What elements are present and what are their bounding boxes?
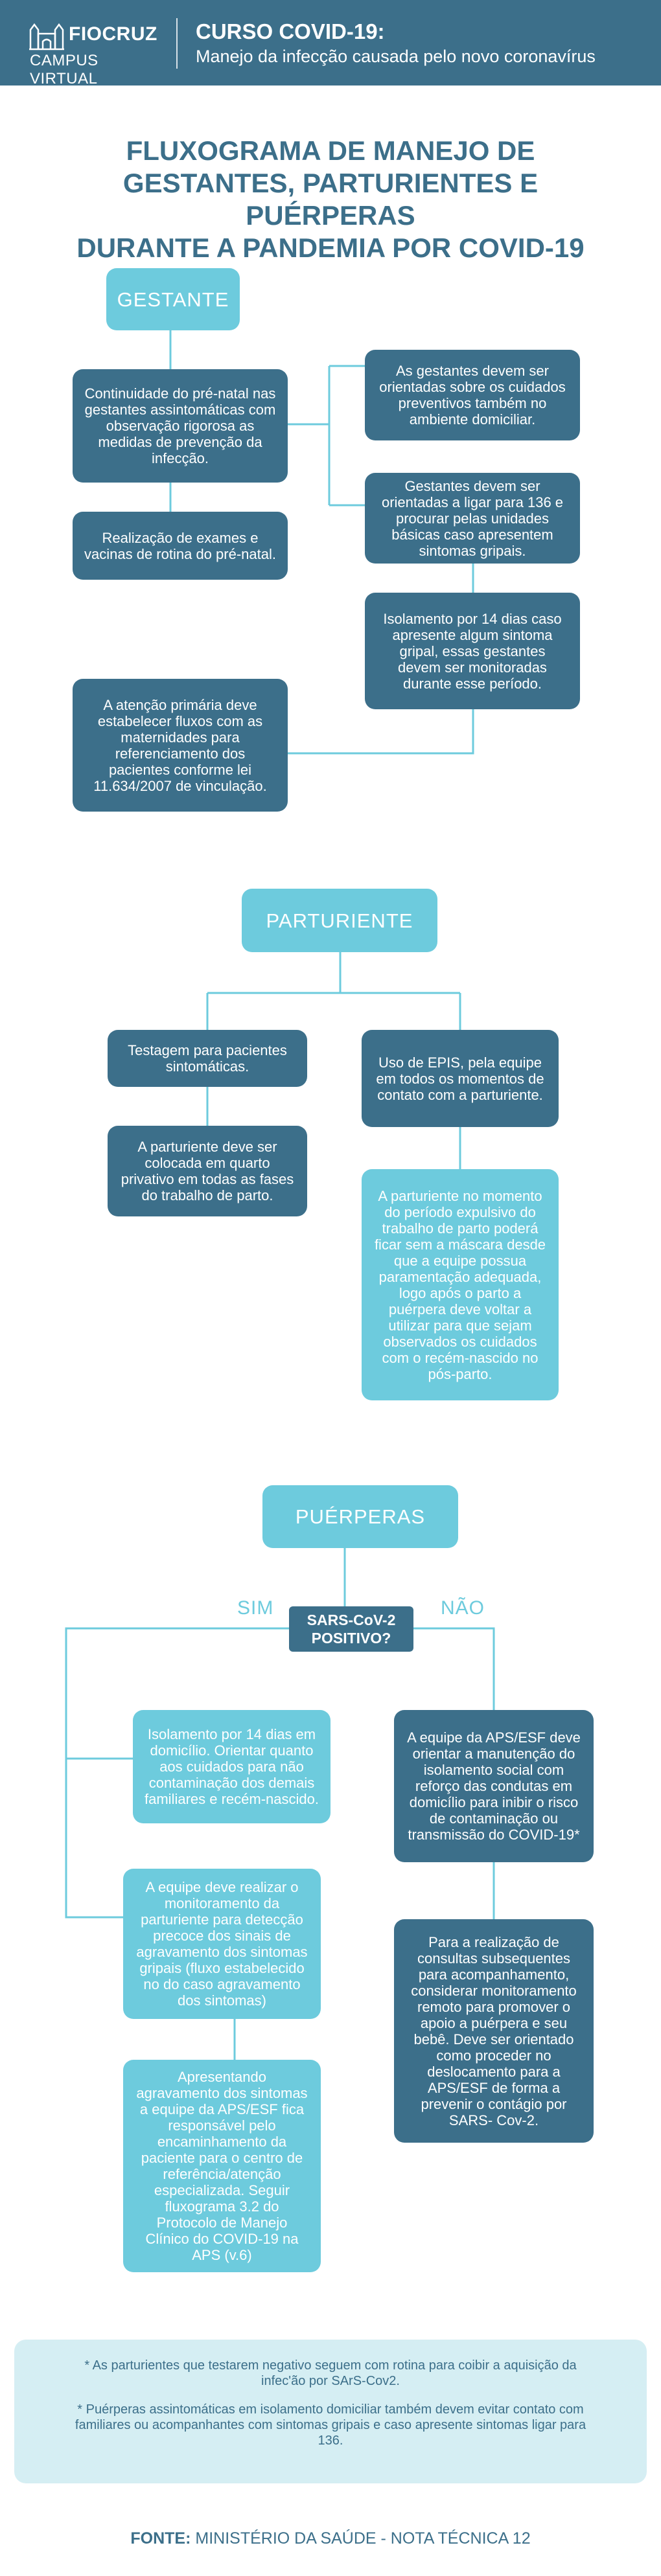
gestante-atencao-box: A atenção primária deve estabelecer flux…: [73, 679, 288, 812]
source-text: MINISTÉRIO DA SAÚDE - NOTA TÉCNICA 12: [195, 2529, 531, 2548]
source-label: FONTE:: [130, 2529, 191, 2548]
puerperas-consultas-box: Para a realização de consultas subsequen…: [394, 1919, 594, 2143]
gestante-isolamento-box: Isolamento por 14 dias caso apresente al…: [365, 593, 580, 709]
puerperas-agravamento-box: Apresentando agravamento dos sintomas a …: [123, 2060, 321, 2272]
title-line: DURANTE A PANDEMIA POR COVID-19: [76, 233, 585, 263]
fiocruz-logo[interactable]: FIOCRUZ CAMPUS VIRTUAL: [29, 14, 158, 87]
puerperas-monitoramento-box: A equipe deve realizar o monitoramento d…: [123, 1869, 321, 2019]
parturiente-quarto-box: A parturiente deve ser colocada em quart…: [108, 1126, 307, 1216]
gestante-cuidados-box: As gestantes devem ser orientadas sobre …: [365, 350, 580, 440]
course-title: CURSO COVID-19:: [196, 19, 385, 43]
footnotes-panel: * As parturientes que testarem negativo …: [14, 2340, 647, 2483]
brand-name: FIOCRUZ: [69, 23, 157, 45]
footnote: * As parturientes que testarem negativo …: [84, 2358, 577, 2388]
parturiente-mascara-box: A parturiente no momento do período expu…: [362, 1169, 559, 1400]
brand-sub: CAMPUS VIRTUAL: [30, 52, 99, 87]
title-line: GESTANTES, PARTURIENTES E PUÉRPERAS: [122, 168, 539, 231]
puerperas-equipe-box: A equipe da APS/ESF deve orientar a manu…: [394, 1710, 594, 1862]
source-footer: FONTE: MINISTÉRIO DA SAÚDE - NOTA TÉCNIC…: [0, 2529, 661, 2548]
gestante-exames-box: Realização de exames e vacinas de rotina…: [73, 512, 288, 580]
page-header: FIOCRUZ CAMPUS VIRTUAL CURSO COVID-19: M…: [0, 0, 661, 87]
gestante-heading: GESTANTE: [106, 268, 240, 330]
parturiente-epis-box: Uso de EPIS, pela equipe em todos os mom…: [362, 1030, 559, 1127]
gestante-prenatal-box: Continuidade do pré-natal nas gestantes …: [73, 369, 288, 483]
decision-line: POSITIVO?: [311, 1630, 391, 1647]
parturiente-heading: PARTURIENTE: [242, 889, 437, 952]
page-title: FLUXOGRAMA DE MANEJO DE GESTANTES, PARTU…: [39, 135, 622, 264]
gestante-ligar136-box: Gestantes devem ser orientadas a ligar p…: [365, 473, 580, 564]
yes-label: SIM: [237, 1597, 274, 1619]
header-divider: [176, 18, 178, 69]
course-subtitle: Manejo da infecção causada pelo novo cor…: [196, 47, 596, 66]
sars-cov2-decision: SARS-CoV-2 POSITIVO?: [289, 1606, 413, 1652]
title-line: FLUXOGRAMA DE MANEJO DE: [126, 135, 535, 166]
parturiente-testagem-box: Testagem para pacientes sintomáticas.: [108, 1030, 307, 1087]
castle-icon: [29, 23, 64, 51]
puerperas-isolamento-box: Isolamento por 14 dias em domicílio. Ori…: [133, 1710, 330, 1823]
no-label: NÃO: [441, 1597, 485, 1619]
footnote: * Puérperas assintomáticas em isolamento…: [75, 2402, 586, 2448]
decision-line: SARS-CoV-2: [307, 1612, 396, 1628]
puerperas-heading: PUÉRPERAS: [262, 1485, 458, 1548]
